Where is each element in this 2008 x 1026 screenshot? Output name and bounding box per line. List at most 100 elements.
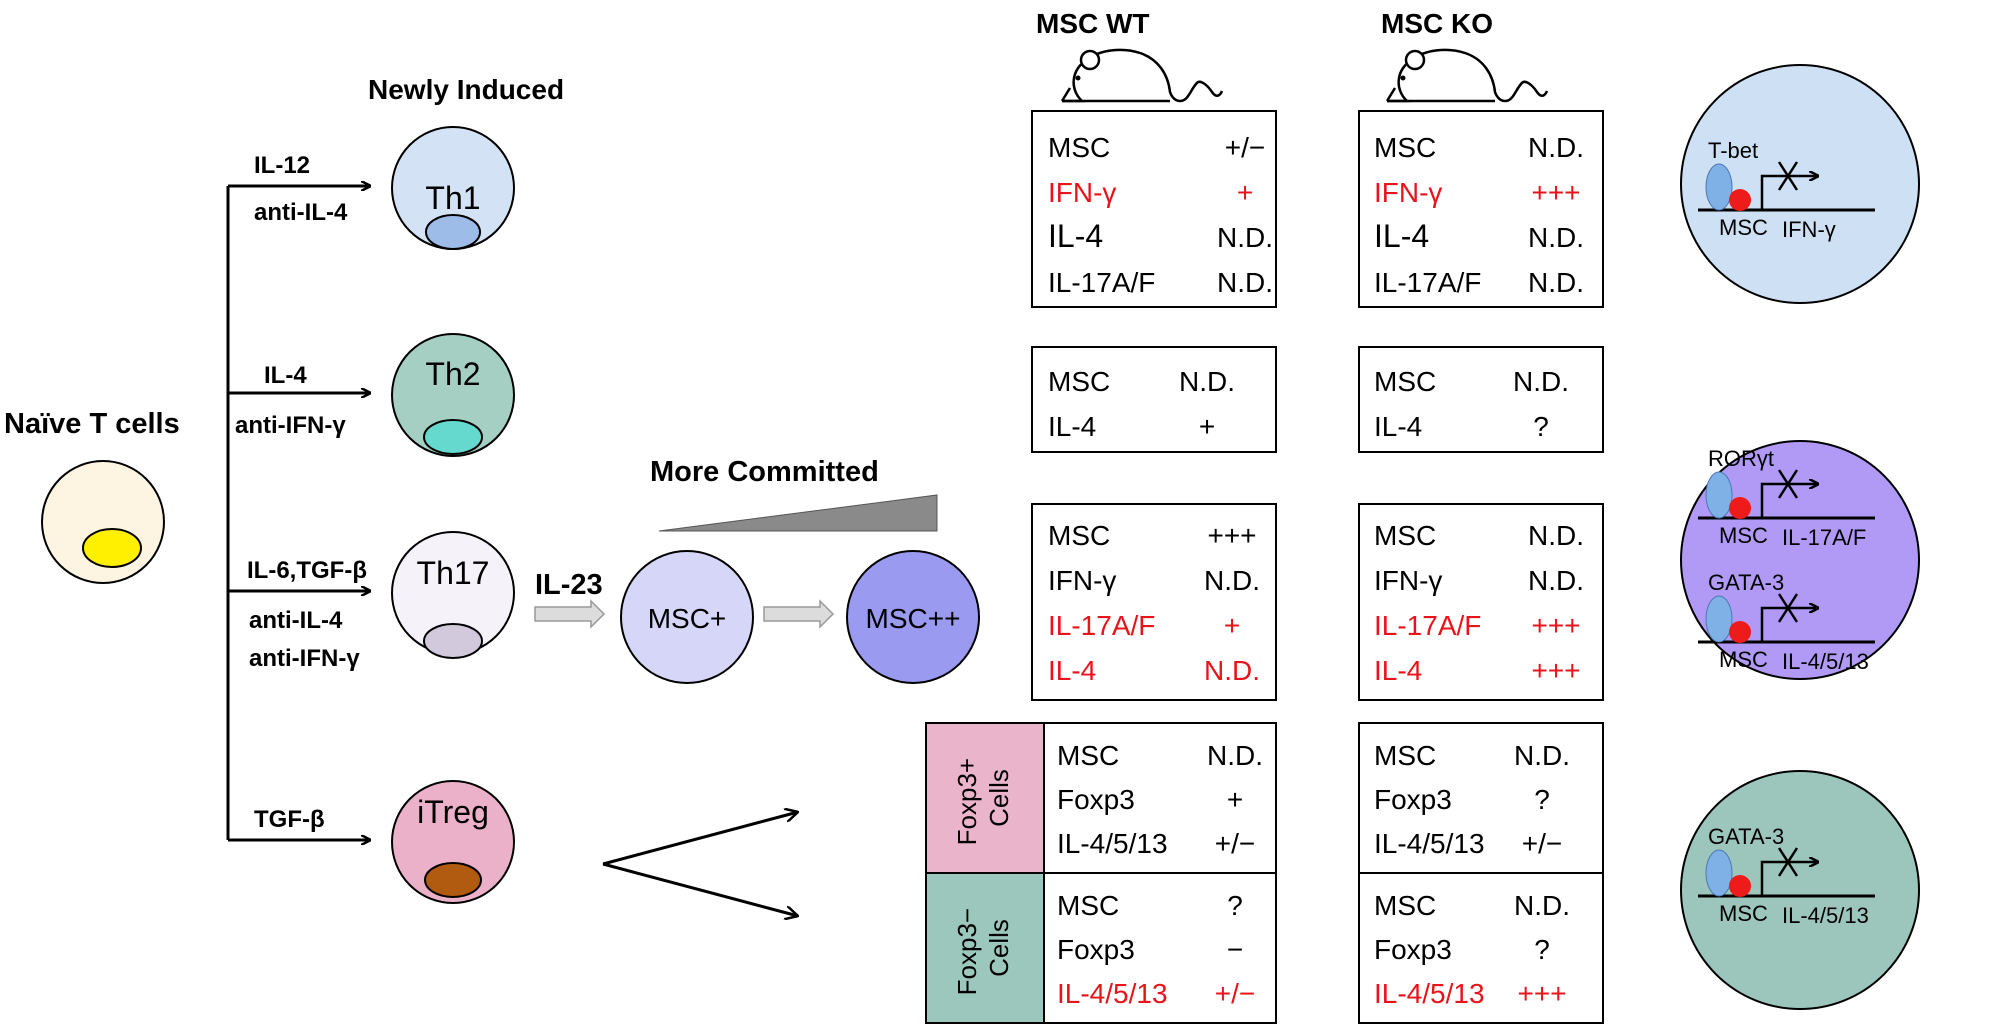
table-row-value: +++ bbox=[1531, 610, 1580, 641]
il23-label: IL-23 bbox=[535, 569, 603, 601]
table-row-label: IL-17A/F bbox=[1374, 610, 1481, 641]
table-row-value: N.D. bbox=[1528, 565, 1584, 596]
mouse-icon bbox=[1060, 48, 1224, 103]
table-row-label: MSC bbox=[1048, 520, 1110, 551]
table-row-label: IL-4 bbox=[1048, 218, 1103, 254]
table-row-label: IL-4/5/13 bbox=[1057, 978, 1168, 1009]
table-row-value: N.D. bbox=[1204, 655, 1260, 686]
table-row-value: + bbox=[1237, 177, 1253, 208]
cytokine-label: IL-12 bbox=[254, 152, 310, 179]
tf-oval bbox=[1705, 471, 1733, 519]
wt-th1-table bbox=[1031, 110, 1277, 308]
th2-label: Th2 bbox=[425, 356, 480, 392]
arrow-to-foxp3-pos bbox=[602, 812, 798, 866]
cytokine-label: IL-4 bbox=[264, 362, 307, 389]
th1-label: Th1 bbox=[425, 180, 480, 216]
cytokine-label: TGF-β bbox=[254, 806, 325, 833]
tf-label: T-bet bbox=[1708, 138, 1758, 163]
cytokine-label: anti-IL-4 bbox=[249, 607, 343, 634]
table-row-label: IL-17A/F bbox=[1048, 610, 1155, 641]
table-row-label: IL-4 bbox=[1374, 411, 1422, 442]
table-row-label: MSC bbox=[1057, 740, 1119, 771]
transcription-arrow bbox=[1760, 608, 1818, 642]
table-row-value: N.D. bbox=[1528, 132, 1584, 163]
itreg-label: iTreg bbox=[417, 794, 489, 830]
table-row-label: IL-4 bbox=[1374, 655, 1422, 686]
block-x-icon bbox=[1777, 593, 1799, 623]
ko-th1-table bbox=[1358, 110, 1604, 308]
block-x-icon bbox=[1777, 469, 1799, 499]
table-row-value: − bbox=[1227, 934, 1243, 965]
cytokine-label: anti-IL-4 bbox=[254, 199, 348, 226]
table-row-label: IL-4 bbox=[1374, 218, 1429, 254]
table-row-label: IL-4/5/13 bbox=[1057, 828, 1168, 859]
table-row-value: +/− bbox=[1215, 978, 1255, 1009]
arrow-to-foxp3-neg bbox=[602, 862, 798, 916]
msc-site-label: MSC bbox=[1719, 901, 1768, 926]
tf-label: GATA-3 bbox=[1708, 570, 1784, 595]
msc-site-label: MSC bbox=[1719, 647, 1768, 672]
table-row-value: ? bbox=[1534, 934, 1550, 965]
gene-label: IFN-γ bbox=[1782, 217, 1836, 242]
table-row-value: ? bbox=[1533, 411, 1549, 442]
foxp3-neg-label-cell bbox=[925, 872, 1045, 1024]
table-row-label: MSC bbox=[1374, 520, 1436, 551]
itreg-cell: iTreg bbox=[391, 780, 515, 904]
cytokine-label: anti-IFN-γ bbox=[235, 412, 346, 439]
gray-arrow bbox=[763, 599, 835, 629]
table-row-label: Foxp3 bbox=[1374, 934, 1452, 965]
table-row-value: +++ bbox=[1517, 978, 1566, 1009]
tf-label: RORγt bbox=[1708, 446, 1774, 471]
table-row-value: +++ bbox=[1207, 520, 1256, 551]
msc-ko-header: MSC KO bbox=[1381, 8, 1493, 39]
transcription-arrow bbox=[1760, 862, 1818, 896]
foxp3-pos-label: Foxp3+ Cells bbox=[952, 751, 1014, 846]
msc-site-label: MSC bbox=[1719, 523, 1768, 548]
table-row-label: IL-4 bbox=[1048, 411, 1096, 442]
block-x-icon bbox=[1777, 161, 1799, 191]
table-row-label: IFN-γ bbox=[1048, 177, 1116, 208]
table-row-value: +/− bbox=[1215, 828, 1255, 859]
table-row-value: N.D. bbox=[1207, 740, 1263, 771]
table-row-value: N.D. bbox=[1514, 740, 1570, 771]
table-row-label: IL-4 bbox=[1048, 655, 1096, 686]
table-row-value: +/− bbox=[1522, 828, 1562, 859]
table-row-value: N.D. bbox=[1528, 222, 1584, 253]
msc-plus-label: MSC+ bbox=[648, 603, 727, 634]
msc-dot bbox=[1729, 497, 1751, 519]
tf-oval bbox=[1705, 849, 1733, 897]
msc-plusplus-label: MSC++ bbox=[866, 603, 961, 634]
table-row-value: N.D. bbox=[1514, 890, 1570, 921]
table-row-label: IFN-γ bbox=[1374, 565, 1442, 596]
table-row-value: + bbox=[1199, 411, 1215, 442]
table-row-label: MSC bbox=[1048, 132, 1110, 163]
wt-th17-table bbox=[1031, 503, 1277, 701]
tf-oval bbox=[1705, 595, 1733, 643]
tf-label: GATA-3 bbox=[1708, 824, 1784, 849]
naive-t-cell bbox=[41, 460, 165, 584]
table-row-label: IL-4/5/13 bbox=[1374, 978, 1485, 1009]
mouse-icon bbox=[1385, 48, 1549, 103]
cytokine-label: IL-6,TGF-β bbox=[247, 557, 367, 584]
table-row-value: + bbox=[1227, 784, 1243, 815]
table-row-label: MSC bbox=[1374, 890, 1436, 921]
ko-th2-table bbox=[1358, 346, 1604, 453]
more-committed-label: More Committed bbox=[650, 456, 879, 488]
table-row-label: Foxp3 bbox=[1057, 934, 1135, 965]
table-row-label: IL-17A/F bbox=[1374, 267, 1481, 298]
msc-dot bbox=[1729, 621, 1751, 643]
th17-label: Th17 bbox=[417, 555, 490, 591]
th17-cell: Th17 bbox=[391, 531, 515, 659]
table-row-value: N.D. bbox=[1528, 267, 1584, 298]
msc-plusplus-cell: MSC++ bbox=[846, 550, 980, 684]
wt-th2-table bbox=[1031, 346, 1277, 453]
table-row-label: MSC bbox=[1374, 132, 1436, 163]
table-row-value: N.D. bbox=[1217, 267, 1273, 298]
th2-cell: Th2 bbox=[391, 333, 515, 457]
